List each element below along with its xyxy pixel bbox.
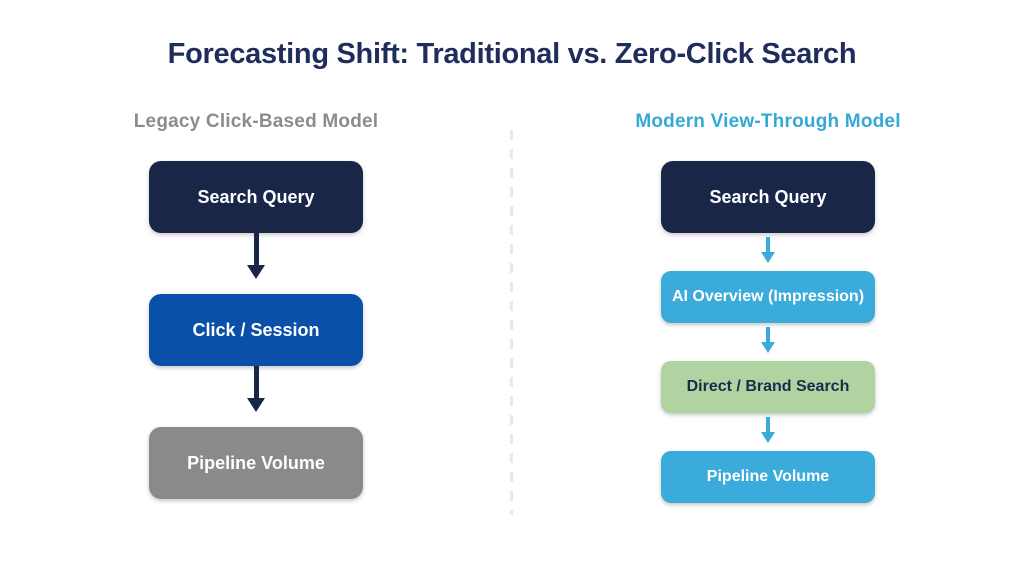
column-divider xyxy=(510,130,513,515)
arrow-stem xyxy=(766,417,770,432)
right-column-header: Modern View-Through Model xyxy=(635,111,901,132)
flow-node-ai-overview-impression: AI Overview (Impression) xyxy=(661,271,875,323)
down-arrow-icon xyxy=(761,327,775,353)
flow-node-search-query-modern: Search Query xyxy=(661,161,875,233)
arrow-stem xyxy=(766,327,770,342)
page-title: Forecasting Shift: Traditional vs. Zero-… xyxy=(167,38,857,70)
arrow-head xyxy=(247,398,265,412)
arrow-head xyxy=(247,265,265,279)
down-arrow-icon xyxy=(247,366,265,412)
left-column-header: Legacy Click-Based Model xyxy=(133,111,379,132)
flow-node-pipeline-volume-legacy: Pipeline Volume xyxy=(149,427,363,499)
arrow-head xyxy=(761,252,775,263)
flow-node-click-session: Click / Session xyxy=(149,294,363,366)
flow-node-pipeline-volume-modern: Pipeline Volume xyxy=(661,451,875,503)
arrow-stem xyxy=(253,233,259,265)
arrow-stem xyxy=(253,366,259,398)
flow-node-search-query-legacy: Search Query xyxy=(149,161,363,233)
arrow-stem xyxy=(766,237,770,252)
down-arrow-icon xyxy=(247,233,265,279)
down-arrow-icon xyxy=(761,417,775,443)
arrow-head xyxy=(761,342,775,353)
flow-node-direct-brand-search: Direct / Brand Search xyxy=(661,361,875,413)
down-arrow-icon xyxy=(761,237,775,263)
arrow-head xyxy=(761,432,775,443)
